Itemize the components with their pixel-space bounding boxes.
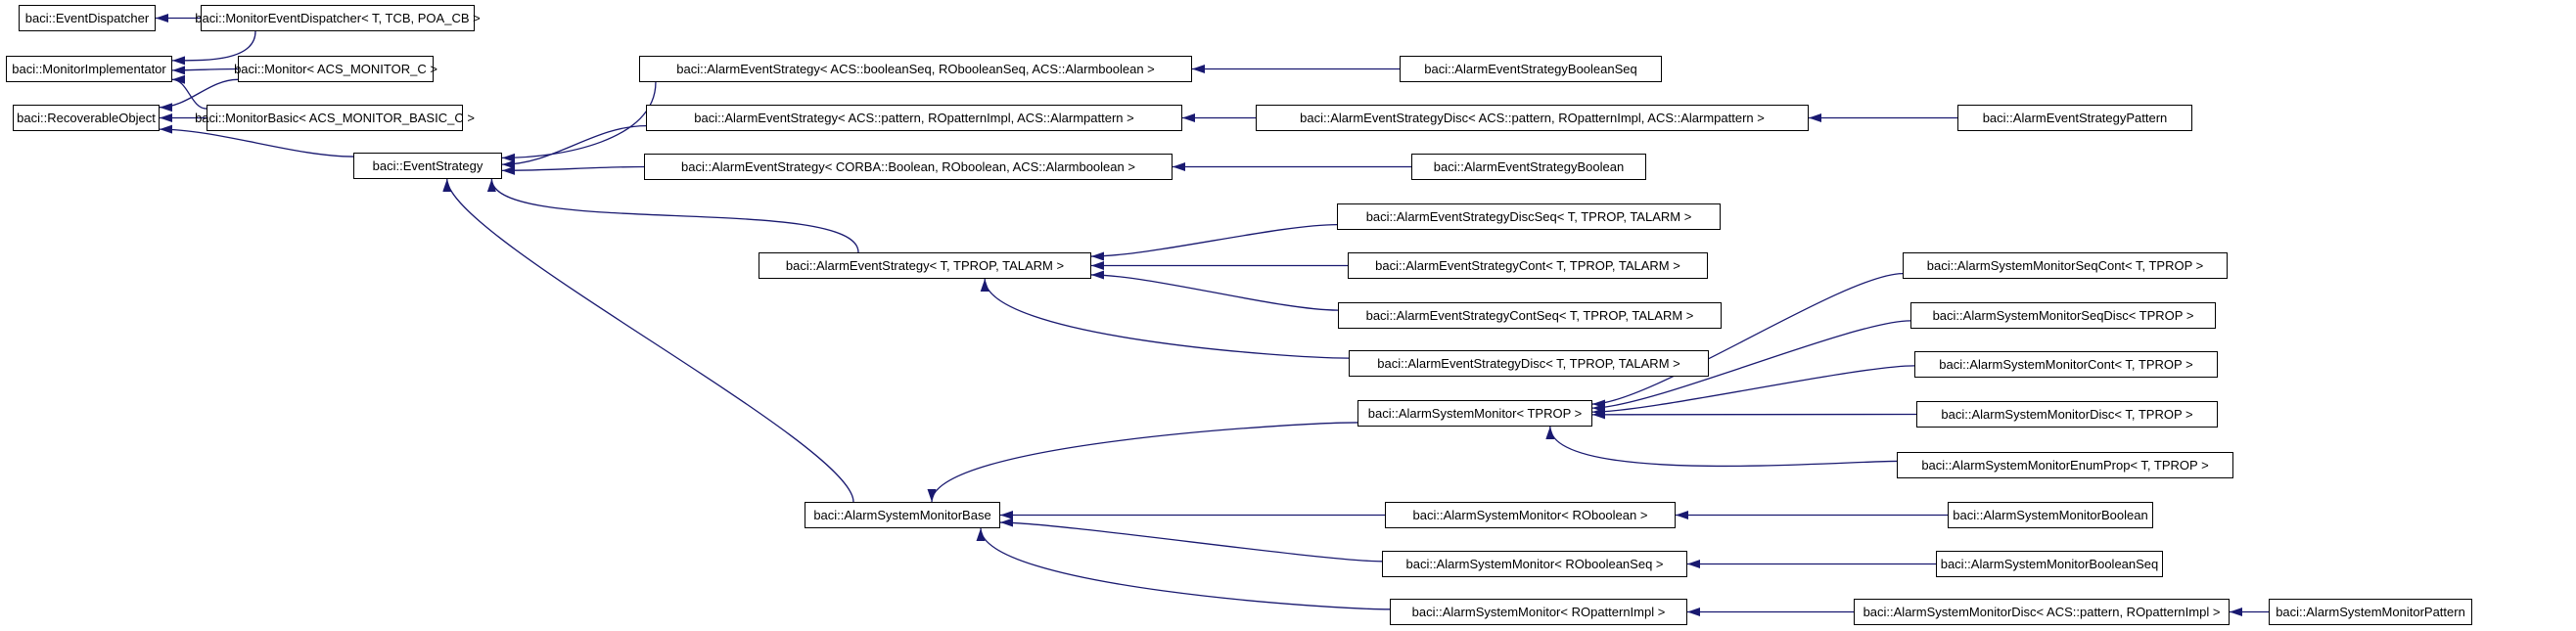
class-node-aesC[interactable]: baci::AlarmEventStrategy< CORBA::Boolean… [644,154,1173,180]
inheritance-arrow-asmsd-to-asm [1591,320,1911,413]
inheritance-arrow-asmRbs-to-asmb [999,518,1383,563]
class-node-asme[interactable]: baci::AlarmSystemMonitorEnumProp< T, TPR… [1897,452,2233,478]
inheritance-arrow-asmb-to-es [442,178,854,503]
class-node-aesbs[interactable]: baci::AlarmEventStrategyBooleanSeq [1400,56,1662,82]
class-node-es[interactable]: baci::EventStrategy [353,153,502,179]
inheritance-arrow-es-to-ro [159,124,354,158]
inheritance-arrow-mon-to-ro [159,78,239,113]
class-node-ed[interactable]: baci::EventDispatcher [19,5,156,31]
class-node-aesb[interactable]: baci::AlarmEventStrategyBoolean [1411,154,1646,180]
class-node-asmRp[interactable]: baci::AlarmSystemMonitor< ROpatternImpl … [1390,599,1687,625]
class-node-asmb[interactable]: baci::AlarmSystemMonitorBase [805,502,1000,528]
inheritance-arrow-mb-to-mi [171,74,207,110]
class-node-asmpat[interactable]: baci::AlarmSystemMonitorPattern [2269,599,2472,625]
class-node-asmc[interactable]: baci::AlarmSystemMonitorCont< T, TPROP > [1914,351,2218,378]
inheritance-arrow-mon-to-mi [171,66,239,75]
class-node-ro[interactable]: baci::RecoverableObject [13,105,160,131]
class-node-aesp[interactable]: baci::AlarmEventStrategyPattern [1957,105,2192,131]
class-node-mb[interactable]: baci::MonitorBasic< ACS_MONITOR_BASIC_C … [195,105,475,131]
inheritance-arrow-med-to-mi [171,30,256,66]
inheritance-arrow-asmc-to-asm [1591,365,1915,417]
inheritance-arrow-aesd-to-aest [980,278,1350,359]
class-node-asmRb[interactable]: baci::AlarmSystemMonitor< ROboolean > [1385,502,1676,528]
class-node-mi[interactable]: baci::MonitorImplementator [6,56,172,82]
inheritance-arrow-aesB-to-es [501,124,647,169]
class-node-aescsq[interactable]: baci::AlarmEventStrategyContSeq< T, TPRO… [1338,302,1722,329]
class-node-aesdsq[interactable]: baci::AlarmEventStrategyDiscSeq< T, TPRO… [1337,203,1721,230]
inheritance-arrow-aest-to-es [486,178,859,253]
class-node-aest[interactable]: baci::AlarmEventStrategy< T, TPROP, TALA… [759,252,1091,279]
class-node-aesc[interactable]: baci::AlarmEventStrategyCont< T, TPROP, … [1348,252,1708,279]
class-node-aesd[interactable]: baci::AlarmEventStrategyDisc< T, TPROP, … [1349,350,1709,377]
class-node-asm[interactable]: baci::AlarmSystemMonitor< TPROP > [1357,400,1592,427]
inheritance-arrow-aesdsq-to-aest [1090,223,1338,261]
class-node-asmbool[interactable]: baci::AlarmSystemMonitorBoolean [1948,502,2153,528]
class-node-asmRbs[interactable]: baci::AlarmSystemMonitor< RObooleanSeq > [1382,551,1687,577]
class-node-asmd[interactable]: baci::AlarmSystemMonitorDisc< T, TPROP > [1916,401,2218,428]
inheritance-arrow-aesA-to-es [501,81,657,162]
inheritance-arrow-asme-to-asm [1545,426,1898,468]
inheritance-arrow-asmRp-to-asmb [976,527,1391,610]
class-node-asmdp2[interactable]: baci::AlarmSystemMonitorDisc< ACS::patte… [1854,599,2230,625]
class-node-asmsd[interactable]: baci::AlarmSystemMonitorSeqDisc< TPROP > [1910,302,2216,329]
class-node-asmbseq[interactable]: baci::AlarmSystemMonitorBooleanSeq [1936,551,2163,577]
class-node-aesA[interactable]: baci::AlarmEventStrategy< ACS::booleanSe… [639,56,1192,82]
inheritance-arrow-aesC-to-es [501,165,645,175]
inheritance-arrow-asmsc-to-asm [1591,272,1904,409]
class-node-mon[interactable]: baci::Monitor< ACS_MONITOR_C > [234,56,437,82]
class-node-aesdP[interactable]: baci::AlarmEventStrategyDisc< ACS::patte… [1256,105,1809,131]
class-node-asmsc[interactable]: baci::AlarmSystemMonitorSeqCont< T, TPRO… [1903,252,2228,279]
inheritance-arrow-aescsq-to-aest [1090,270,1339,311]
class-node-med[interactable]: baci::MonitorEventDispatcher< T, TCB, PO… [195,5,481,31]
class-node-aesB[interactable]: baci::AlarmEventStrategy< ACS::pattern, … [646,105,1182,131]
inheritance-arrow-asm-to-asmb [927,422,1358,503]
